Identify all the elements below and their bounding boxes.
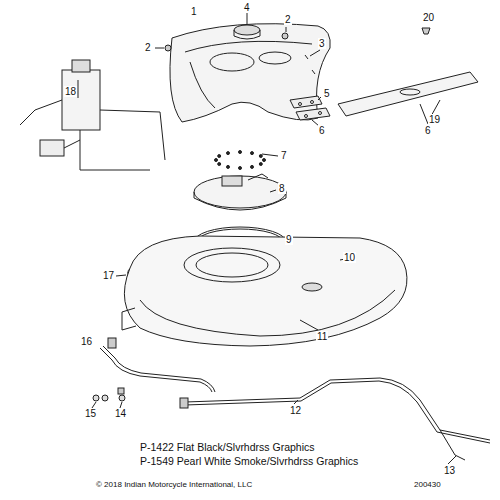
callout-number: 17 xyxy=(102,270,115,281)
callout-number: 20 xyxy=(422,12,435,23)
callout-number: 5 xyxy=(323,88,331,99)
callout-number: 1 xyxy=(190,6,198,17)
callout-number: 8 xyxy=(278,183,286,194)
callout-number: 12 xyxy=(289,405,302,416)
callout-number: 6 xyxy=(424,125,432,136)
callout-number: 2 xyxy=(144,42,152,53)
part-note: P-1549 Pearl White Smoke/Slvrhdrss Graph… xyxy=(140,456,358,468)
callout-number: 13 xyxy=(443,465,456,476)
callout-number: 14 xyxy=(114,408,127,419)
part-note: P-1422 Flat Black/Slvrhdrss Graphics xyxy=(140,442,314,454)
callout-number: 9 xyxy=(285,234,293,245)
callout-number: 7 xyxy=(280,150,288,161)
callout-number: 11 xyxy=(316,331,328,342)
callout-number: 15 xyxy=(84,408,97,419)
bolt xyxy=(251,165,254,168)
bolt xyxy=(259,163,262,166)
bolt xyxy=(218,155,221,158)
drawing-number: 200430 xyxy=(414,481,441,490)
bolt xyxy=(215,159,218,162)
bolt xyxy=(227,152,230,155)
copyright: © 2018 Indian Motorcycle International, … xyxy=(96,481,252,490)
bolt xyxy=(239,151,242,154)
callout-number: 4 xyxy=(243,2,251,13)
bolt xyxy=(227,165,230,168)
bolt xyxy=(263,159,266,162)
callout-number: 18 xyxy=(64,86,77,97)
callout-number: 16 xyxy=(80,336,93,347)
callout-number: 2 xyxy=(284,14,292,25)
bolt xyxy=(239,167,242,170)
bolt xyxy=(251,152,254,155)
callout-number: 3 xyxy=(318,38,326,49)
bolt xyxy=(218,163,221,166)
callout-number: 19 xyxy=(428,114,441,125)
callout-number: 6 xyxy=(318,125,326,136)
bolt xyxy=(259,155,262,158)
callout-number: 10 xyxy=(343,252,356,263)
